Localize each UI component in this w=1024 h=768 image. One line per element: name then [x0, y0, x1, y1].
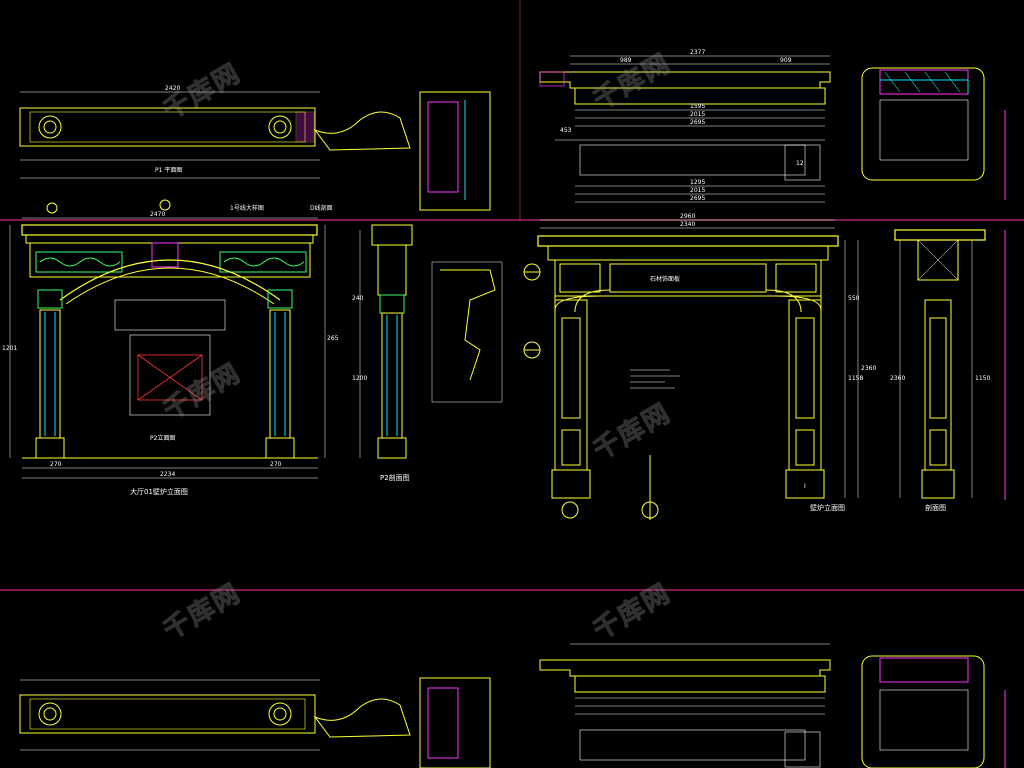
- right-plan-low-dim-2: 2015: [690, 187, 705, 194]
- bottom-sheet-plans: [19, 643, 1006, 768]
- right-elev-title: 壁炉立面图: [810, 503, 845, 512]
- right-plan-top-dim-3: 909: [780, 57, 792, 64]
- right-plan-mid-dim-4: 453: [560, 127, 572, 134]
- right-elev-label-bottom: I: [804, 483, 806, 490]
- far-right-dim-1: 2360: [890, 375, 905, 382]
- left-elev-height-1: 1201: [2, 345, 17, 352]
- watermark-4: 千库网: [589, 398, 677, 466]
- side-section-title: P2剖面图: [380, 473, 410, 482]
- far-right-title: 剖面图: [925, 503, 946, 512]
- firebox-label: P2立面图: [150, 434, 175, 442]
- right-elev-height-1: 550: [848, 295, 860, 302]
- left-elevation-fireplace: 2470 P2立面图 270 270: [2, 199, 339, 496]
- right-plan-views: 2377 989 909 1595 2015 2695 453 12 1295 …: [539, 49, 1006, 203]
- right-plan-mid-dim-3: 2695: [690, 119, 705, 126]
- right-plan-mid-dim-2: 2015: [690, 111, 705, 118]
- watermark-2: 千库网: [589, 48, 677, 116]
- left-elev-callout-label: D线剖面: [310, 204, 333, 212]
- right-elev-width-2: 2340: [680, 221, 695, 228]
- left-elev-width-top: 2470: [150, 211, 165, 218]
- watermark-5: 千库网: [159, 578, 247, 646]
- right-plan-small-dim-1: 12: [796, 160, 804, 167]
- right-plan-top-dim: 2377: [690, 49, 705, 56]
- left-elev-seg-2: 270: [270, 461, 282, 468]
- right-elev-center-label: 石材饰面板: [650, 275, 680, 283]
- right-elevation-fireplace: 2960 2340 石材饰面板 I 550 1158: [523, 213, 876, 520]
- side-section-dim-1: 240: [352, 295, 364, 302]
- right-elev-height-2: 1158: [848, 375, 863, 382]
- right-elev-height-3: 2360: [861, 365, 876, 372]
- right-plan-low-dim-3: 2695: [690, 195, 705, 202]
- far-right-section: 2360 1150 剖面图: [890, 229, 1006, 512]
- right-plan-mid-dim-1: 1595: [690, 103, 705, 110]
- right-plan-low-dim-1: 1295: [690, 179, 705, 186]
- right-elev-width-1: 2960: [680, 213, 695, 220]
- side-section-dim-4: 1200: [352, 375, 367, 382]
- top-plan-title: P1 平面图: [155, 167, 182, 174]
- top-plan-view: 2420 P1 平面图: [19, 85, 491, 211]
- right-plan-top-dim-2: 989: [620, 57, 632, 64]
- left-elev-width-bottom: 2234: [160, 471, 175, 478]
- left-elev-section-label: 1号线大样图: [230, 204, 264, 212]
- far-right-dim-2: 1150: [975, 375, 990, 382]
- side-section: 240 1200 P2剖面图: [352, 224, 503, 482]
- watermark-layer: 千库网 千库网 千库网 千库网 千库网 千库网: [158, 48, 677, 647]
- left-elev-title: 大厅01壁炉立面图: [130, 487, 188, 496]
- left-elev-height-2: 265: [327, 335, 339, 342]
- top-plan-width-dim: 2420: [165, 85, 180, 92]
- watermark-6: 千库网: [589, 578, 677, 646]
- left-elev-seg-1: 270: [50, 461, 62, 468]
